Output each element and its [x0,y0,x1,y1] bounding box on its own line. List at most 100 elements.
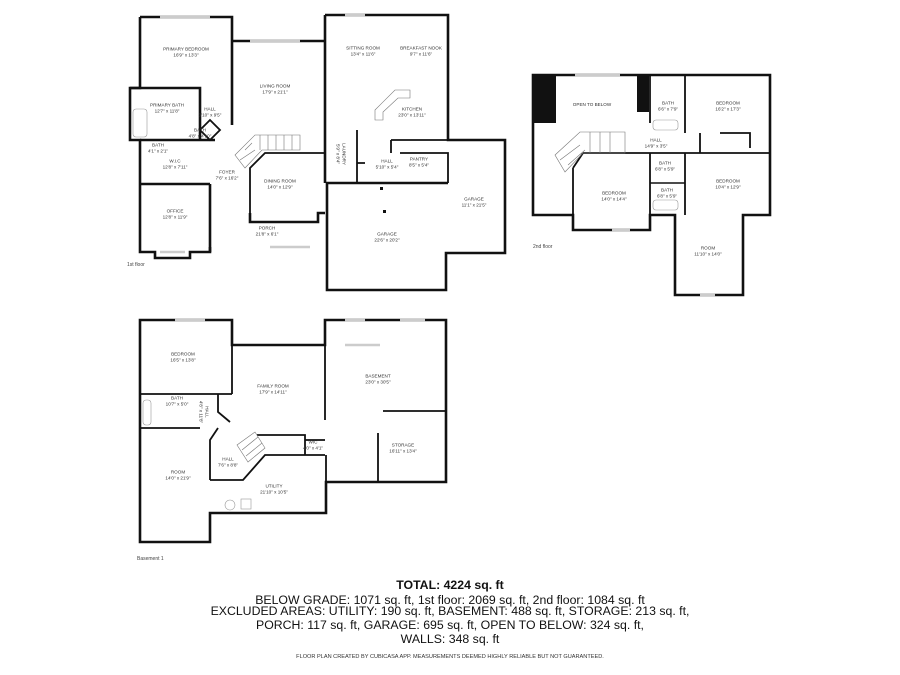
room-label: Kitchen23'0" x 13'11" [398,106,425,117]
room-label: Bath4'1" x 2'1" [148,142,168,153]
room-label: Hall14'9" x 3'5" [645,137,668,148]
room-label: Utility21'10" x 10'5" [260,483,288,494]
room-name: Bedroom [716,178,740,184]
room-dims: 17'9" x 14'11" [259,389,287,394]
room-name: Foyer [219,169,235,175]
room-label: Bath4'8" x 4'10" [189,127,212,138]
room-label: Foyer7'6" x 16'2" [216,169,239,180]
room-name: Office [166,208,184,214]
summary-line: WALLS: 348 sq. ft [400,632,500,646]
room-dims: 12'8" x 11'9" [162,214,188,219]
room-dims: 23'0" x 30'5" [365,379,391,384]
room-dims: 13'4" x 11'6" [350,51,376,56]
floor-label: 1st floor [127,262,145,268]
room-name: Primary Bath [150,102,184,108]
room-dims: 5'10" x 5'4" [375,164,399,169]
room-label: Primary Bedroom16'9" x 13'3" [163,46,209,57]
room-label: Bath10'7" x 5'0" [166,395,189,406]
floor-label: Basement 1 [137,556,164,562]
stairs [234,89,626,463]
room-label: Room14'0" x 21'9" [165,469,190,480]
room-label: Bath6'6" x 7'9" [658,100,678,111]
room-label: Porch21'8" x 6'1" [256,225,279,236]
room-label: Garage22'6" x 20'2" [374,231,399,242]
room-dims: 12'8" x 7'11" [162,164,188,169]
basement-walls [138,318,448,544]
room-label: Basement23'0" x 30'5" [365,373,390,384]
room-label: Garage11'1" x 21'5" [462,196,487,207]
room-label: Primary Bath12'7" x 11'8" [150,102,184,113]
room-dims: 3'10" x 9'5" [198,112,222,117]
room-label: Hall7'6" x 8'8" [218,456,238,467]
room-label: Bath6'8" x 5'9" [655,160,675,171]
room-dims: 6'8" x 5'9" [654,166,676,171]
room-dims: 7'6" x 8'8" [217,462,239,467]
total-area: TOTAL: 4224 sq. ft [396,578,504,592]
open-shaft-block [533,75,556,123]
room-label: Hall5'10" x 5'4" [376,158,399,169]
room-dims: 16'11" x 13'4" [389,448,417,453]
summary-line: PORCH: 117 sq. ft, GARAGE: 695 sq. ft, O… [256,618,644,632]
room-label: Dining Room14'0" x 12'9" [264,178,296,189]
room-dims: 4'8" x 11'8" [199,400,204,424]
open-shaft-block [637,75,649,112]
room-name: Kitchen [401,106,423,112]
garage-post [380,187,383,190]
room-dims: 16'5" x 13'8" [170,357,196,362]
room-dims: 12'7" x 11'8" [154,108,180,113]
room-label: Open to Below [573,102,611,108]
room-label: Pantry8'5" x 5'4" [409,156,429,167]
room-dims: 4'8" x 4'10" [188,133,212,138]
room-label: Breakfast Nook9'7" x 11'6" [400,45,442,56]
summary-line: BELOW GRADE: 1071 sq. ft, 1st floor: 206… [255,593,645,607]
room-dims: 17'9" x 21'1" [262,89,288,94]
room-name: Garage [377,231,397,237]
floor-label: 2nd floor [533,244,553,250]
fixtures [132,108,679,511]
room-dims: 5'9" x 8'4" [336,143,341,165]
room-dims: 14'0" x 14'4" [601,196,627,201]
room-dims: 6'8" x 5'9" [656,193,678,198]
room-label: Bedroom16'5" x 13'8" [170,351,195,362]
room-dims: 11'1" x 21'5" [461,202,487,207]
room-label: Bedroom14'0" x 14'4" [601,190,626,201]
room-dims: 22'6" x 20'2" [374,237,400,242]
room-name: Dining Room [264,178,296,184]
room-label: Hall4'8" x 11'8" [198,400,210,424]
room-label: Family Room17'9" x 14'11" [257,383,288,394]
room-name: Room [700,245,716,251]
room-name: WIC [308,439,318,445]
summary-line: EXCLUDED AREAS: UTILITY: 190 sq. ft, BAS… [210,604,690,618]
room-dims: 10'4" x 12'9" [715,184,741,189]
disclaimer: FLOOR PLAN CREATED BY CUBICASA APP. MEAS… [296,654,604,660]
room-label: Laundry5'9" x 8'4" [335,143,347,165]
room-dims: 9'7" x 11'6" [409,51,433,56]
room-name: Room [170,469,186,475]
room-name: Porch [258,225,276,231]
room-name: Garage [464,196,484,202]
room-dims: 23'0" x 13'11" [398,112,426,117]
room-name: Laundry [341,143,347,165]
room-dims: 16'9" x 13'3" [173,52,199,57]
room-name: Bath [152,142,164,148]
room-dims: 10'7" x 5'0" [165,401,189,406]
room-dims: 4'0" x 4'1" [302,445,324,450]
room-label: Room11'10" x 14'0" [694,245,721,256]
room-dims: 21'8" x 6'1" [255,231,279,236]
room-dims: 14'0" x 21'9" [165,475,191,480]
windows [160,13,715,347]
room-dims: 6'6" x 7'9" [657,106,679,111]
room-name: Hall [650,137,662,143]
room-name: Bath [659,160,671,166]
room-name: Hall [381,158,393,164]
room-name: Sitting Room [346,45,380,51]
room-label: Office12'8" x 11'9" [163,208,188,219]
room-dims: 14'9" x 3'5" [644,143,668,148]
room-name: Bath [194,127,206,133]
room-dims: 14'0" x 12'9" [267,184,293,189]
room-label: Bath6'8" x 5'9" [657,187,677,198]
room-label: Bedroom16'2" x 17'3" [715,100,740,111]
room-name: Bedroom [171,351,195,357]
